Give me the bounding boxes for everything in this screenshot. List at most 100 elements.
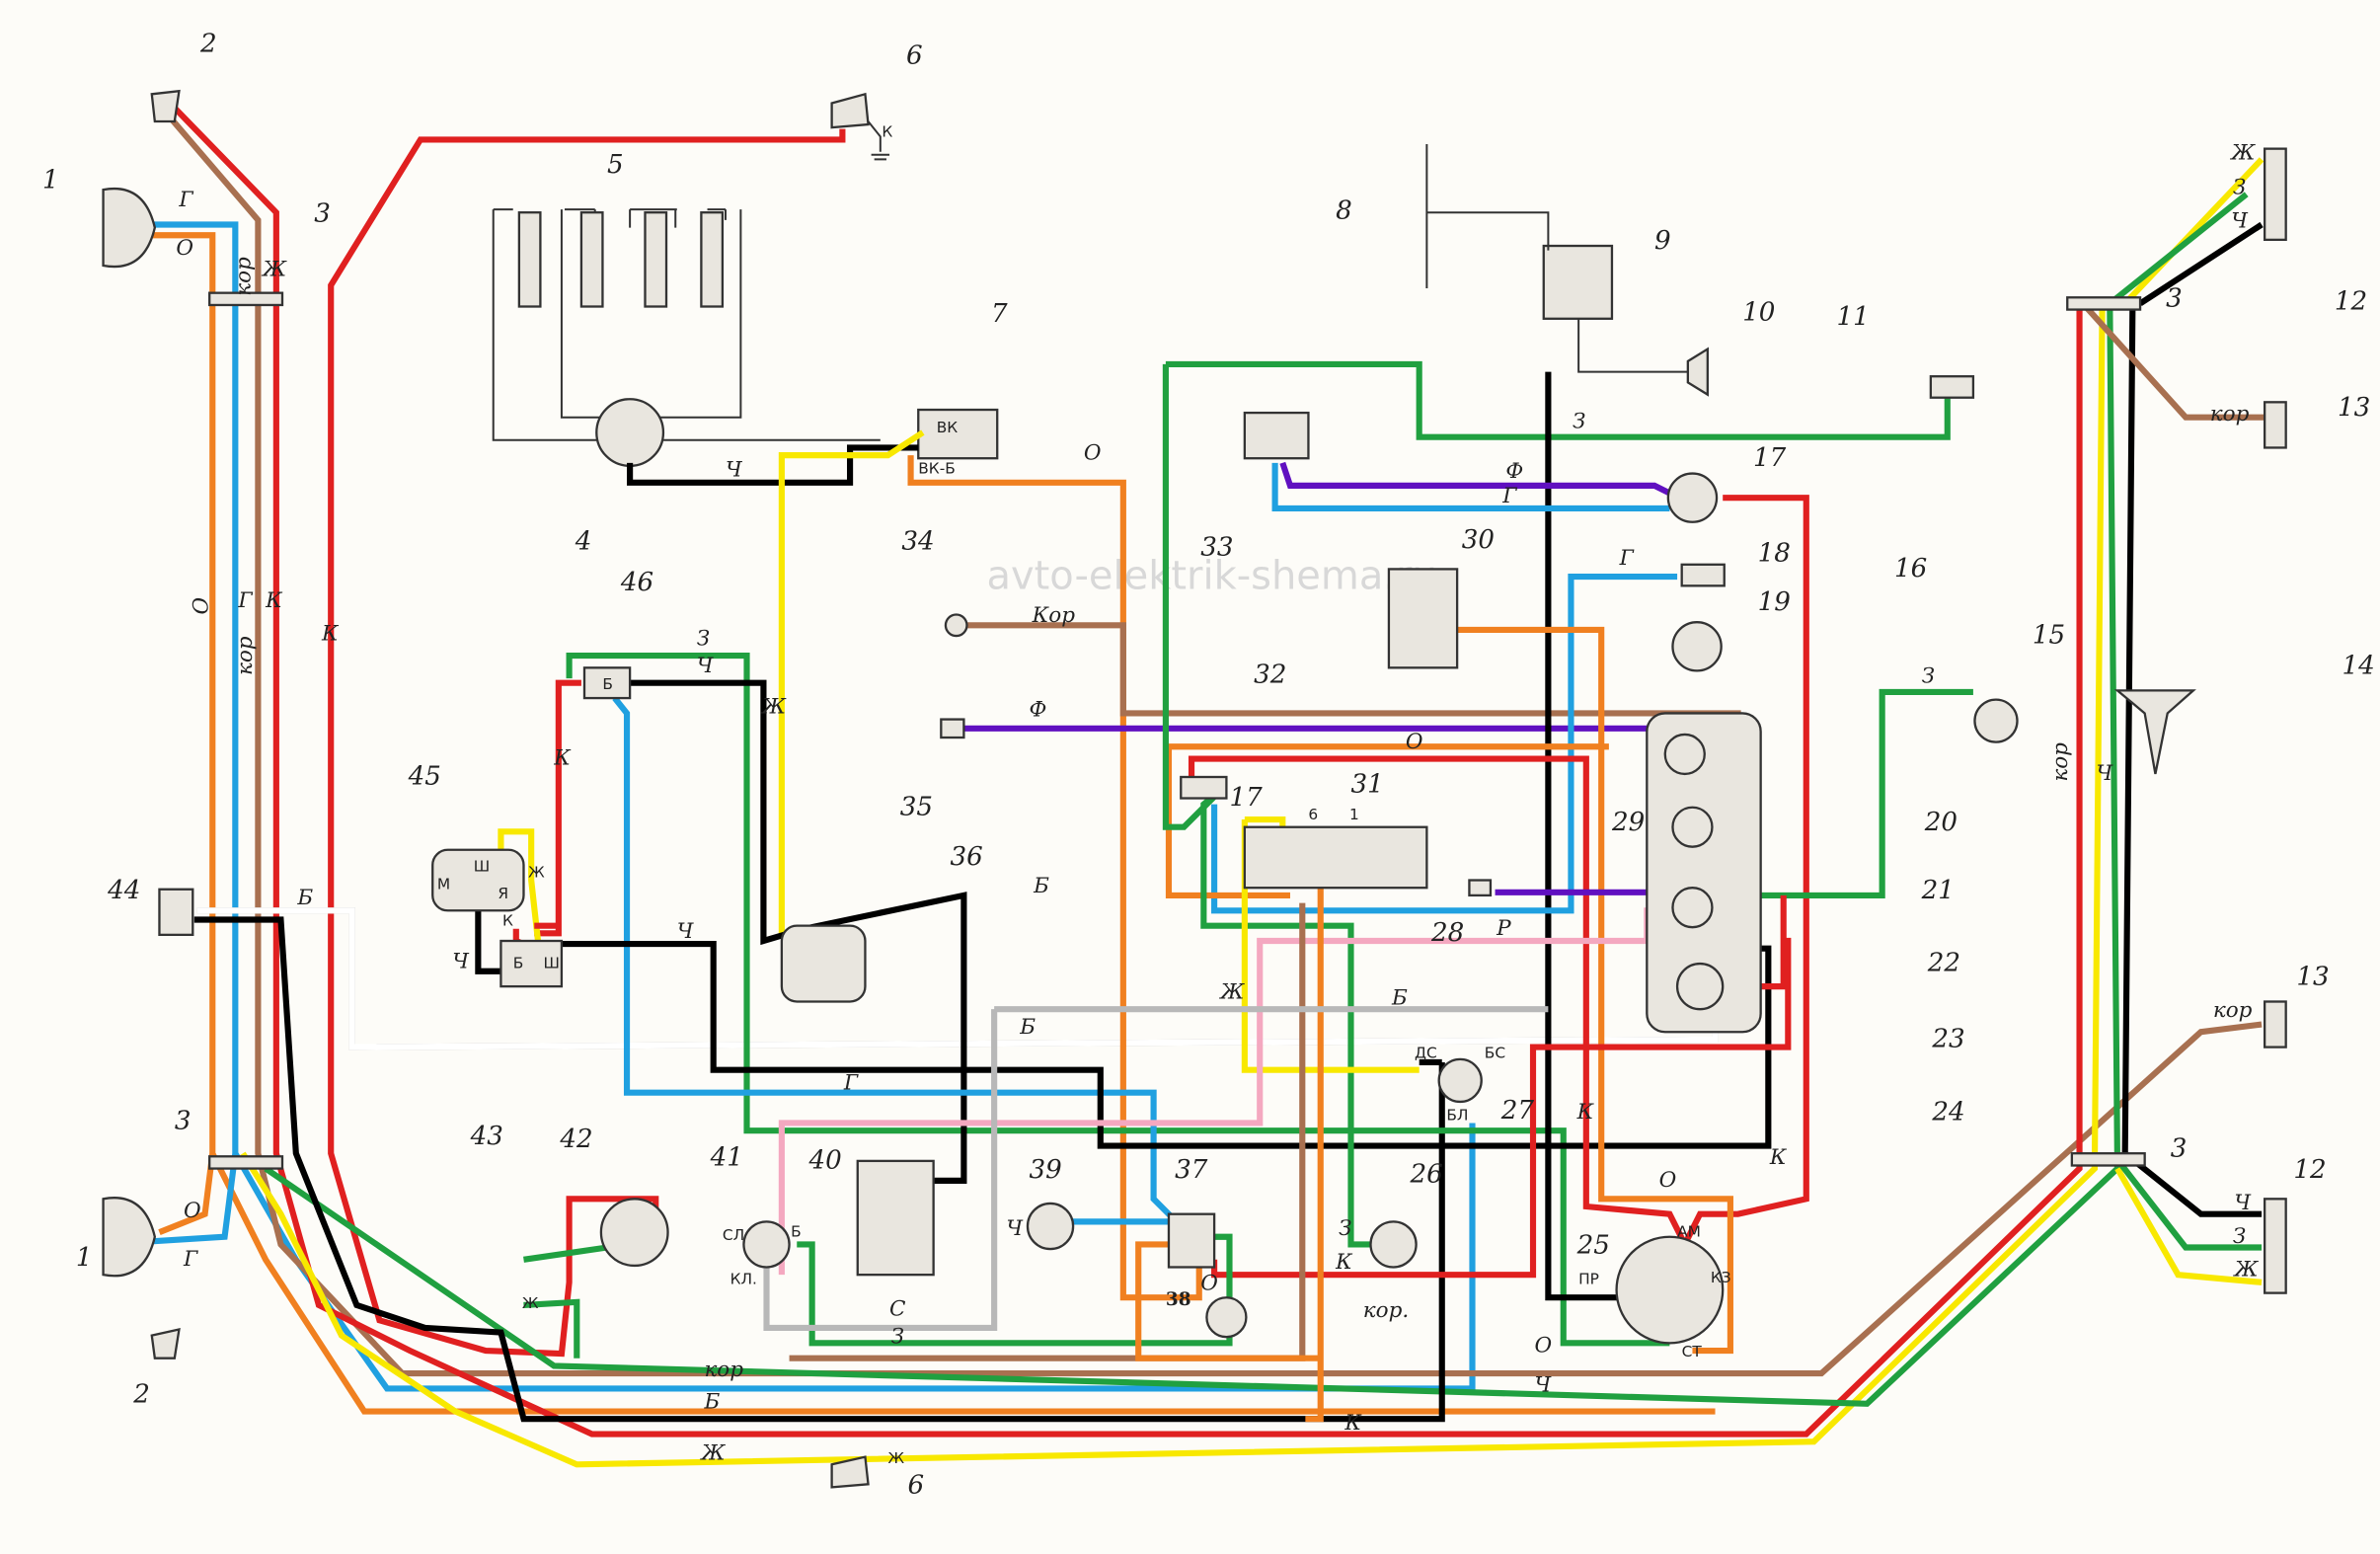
component-number: 18 xyxy=(1758,539,1791,569)
gauge-20-icon xyxy=(1663,733,1706,776)
wire-label: К xyxy=(553,746,572,771)
wire-label: Ж xyxy=(760,694,787,719)
generator-45-icon xyxy=(431,848,525,912)
wire-orange-left xyxy=(133,232,1716,1415)
switch-11-icon xyxy=(1929,375,1975,399)
wire-label: кор. xyxy=(1363,1298,1409,1323)
terminal-label: ВК xyxy=(937,419,959,436)
wire-label: З xyxy=(1339,1216,1351,1241)
terminal-label: Б xyxy=(791,1223,802,1241)
component-number: 11 xyxy=(1837,302,1870,332)
component-number: 5 xyxy=(607,150,624,180)
component-number: 15 xyxy=(2033,621,2065,651)
wire-orange-coil xyxy=(907,455,1202,1301)
wire-label: О xyxy=(176,236,193,261)
wire-label: З xyxy=(1573,409,1585,433)
lamp-18-icon xyxy=(1680,563,1726,587)
wire-label: Г xyxy=(237,588,253,613)
tail-light-icon xyxy=(2263,1198,2287,1294)
component-number: 13 xyxy=(2338,393,2370,423)
switch-31-icon xyxy=(1243,825,1428,890)
wire-green-41 xyxy=(797,1233,1233,1347)
wiper-motor-33-icon xyxy=(1243,411,1310,460)
wire-label: О xyxy=(1659,1168,1677,1193)
wire-label: О xyxy=(1084,441,1102,466)
terminal-label: Б xyxy=(513,955,524,972)
wire-label: Ч xyxy=(1006,1216,1024,1241)
component-number: 3 xyxy=(175,1107,192,1136)
wire-black-right xyxy=(2121,221,2264,1217)
terminal-label: 6 xyxy=(1308,806,1318,823)
wire-label: Б xyxy=(1019,1015,1036,1040)
component-number: 29 xyxy=(1611,808,1645,837)
battery-40-icon xyxy=(856,1159,935,1277)
wire-white-b-outline xyxy=(196,907,1719,1050)
terminal-label: БЛ xyxy=(1446,1106,1468,1124)
side-light-icon xyxy=(150,89,181,123)
terminal-label: КЗ xyxy=(1711,1269,1731,1286)
component-number: 38 xyxy=(1166,1289,1191,1310)
component-number: 13 xyxy=(2296,963,2329,992)
plate-light-icon xyxy=(2263,1000,2287,1049)
components xyxy=(102,89,2287,1489)
wire-brown-left xyxy=(164,112,2263,1377)
terminal-label: БС xyxy=(1485,1044,1505,1061)
wire-yellow-coil xyxy=(778,429,925,944)
lamp-15-icon xyxy=(1973,698,2019,743)
terminal-label: Ж xyxy=(888,1449,905,1467)
connector-icon xyxy=(2066,296,2142,311)
spark-plug-icon xyxy=(517,211,542,308)
wire-label: кор xyxy=(232,257,257,296)
wire-blue-18 xyxy=(1211,574,1678,914)
wire-label: К xyxy=(1335,1250,1353,1275)
component-number: 39 xyxy=(1030,1155,1062,1185)
connector-28-icon xyxy=(1468,879,1493,897)
spark-plug-icon xyxy=(700,211,725,308)
wire-label: З xyxy=(891,1324,904,1349)
heater-30-icon xyxy=(1387,568,1459,669)
wire-label: Ч xyxy=(2231,209,2249,234)
terminal-label: ВК-Б xyxy=(918,460,956,478)
component-number: 28 xyxy=(1430,918,1464,948)
terminal-label: ДС xyxy=(1415,1044,1437,1061)
wire-black-gen xyxy=(475,910,1772,1149)
terminal-label: Ж xyxy=(528,863,545,881)
wire-label: кор xyxy=(704,1358,743,1382)
component-number: 25 xyxy=(1576,1231,1610,1261)
connector-icon xyxy=(2070,1152,2146,1167)
component-number: 9 xyxy=(1654,226,1671,256)
terminal-label: Я xyxy=(498,885,508,902)
component-number: 10 xyxy=(1742,297,1775,327)
component-number: 1 xyxy=(76,1243,93,1273)
wire-red-left xyxy=(168,101,2083,1437)
wire-label: Б xyxy=(703,1389,720,1414)
wire-green-right xyxy=(2119,1163,2263,1251)
wire-orange-37 xyxy=(1135,1241,1321,1361)
horn-6-icon xyxy=(830,1455,870,1489)
component-number: 6 xyxy=(908,1471,925,1501)
terminal-label: Ш xyxy=(474,857,490,875)
wire-label: С xyxy=(889,1297,906,1322)
component-number: 46 xyxy=(620,568,653,597)
wire-label: З xyxy=(2233,176,2246,200)
component-number: 37 xyxy=(1175,1155,1208,1185)
wire-label: Б xyxy=(296,886,313,910)
wire-blue-46 xyxy=(612,696,1179,1224)
terminal-label: СЛ xyxy=(723,1226,744,1244)
switch-42-icon xyxy=(599,1198,669,1268)
starter-36-icon xyxy=(780,924,867,1003)
component-number: 35 xyxy=(900,792,933,821)
headlight-icon xyxy=(102,1197,157,1278)
ground-icon xyxy=(867,120,890,161)
wire-label: О xyxy=(1535,1334,1553,1359)
wire-label: Р xyxy=(1496,916,1511,941)
component-number: 4 xyxy=(575,526,592,556)
spark-plug-icon xyxy=(579,211,604,308)
gauge-21-icon xyxy=(1671,806,1714,848)
component-number: 30 xyxy=(1462,525,1495,555)
switch-27-icon xyxy=(1437,1057,1483,1104)
wire-green-42 xyxy=(523,1244,608,1359)
wire-label: Г xyxy=(1619,546,1635,571)
wire-red-27 xyxy=(1211,937,1792,1279)
